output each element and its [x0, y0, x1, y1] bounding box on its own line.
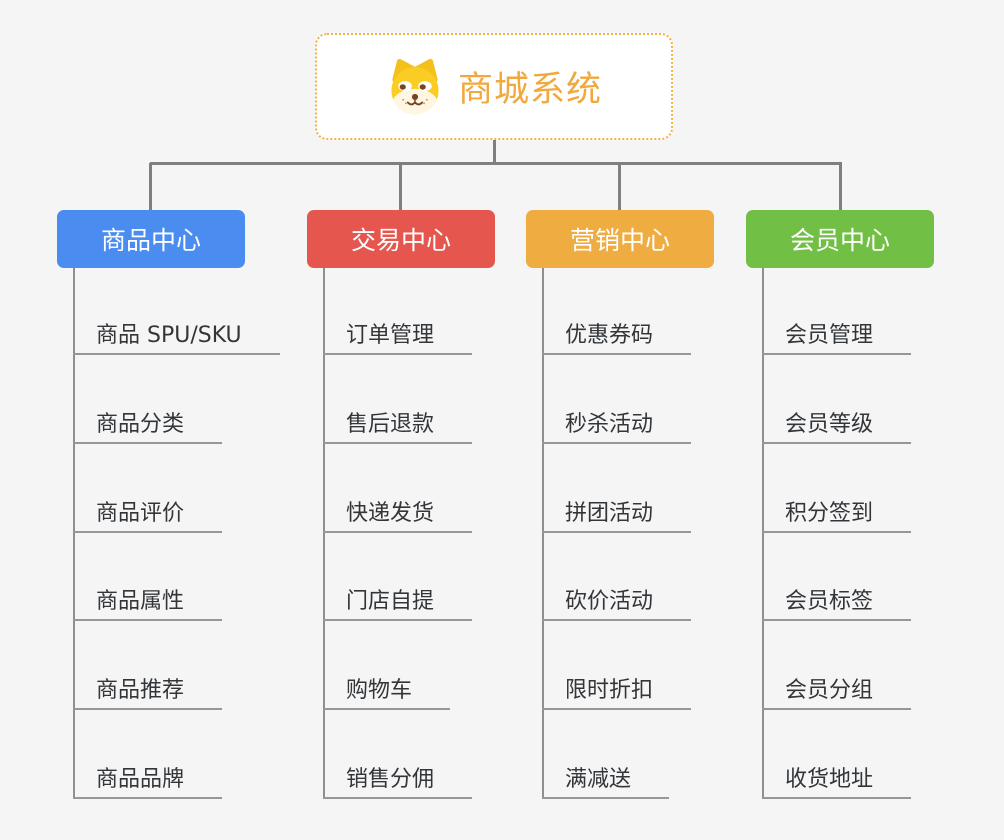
connector-stub-branch-2	[399, 163, 402, 210]
branch-label: 会员中心	[789, 226, 890, 255]
leaf-node[interactable]: 砍价活动	[542, 585, 692, 621]
leaf-node[interactable]: 限时折扣	[542, 674, 692, 710]
connector-stub-branch-4	[839, 163, 842, 210]
leaf-node[interactable]: 销售分佣	[323, 763, 473, 799]
leaf-node[interactable]: 收货地址	[762, 763, 912, 799]
root-title: 商城系统	[457, 70, 602, 110]
leaf-node[interactable]: 秒杀活动	[542, 408, 692, 444]
leaf-node[interactable]: 会员标签	[762, 585, 912, 621]
dog-mascot-icon	[391, 58, 439, 114]
branch-children-member-center: 会员管理 会员等级 积分签到 会员标签 会员分组 收货地址	[746, 268, 996, 808]
leaf-node[interactable]: 积分签到	[762, 497, 912, 533]
leaf-node[interactable]: 订单管理	[323, 319, 473, 355]
leaf-node[interactable]: 会员分组	[762, 674, 912, 710]
connector-horizontal-bus	[150, 162, 842, 165]
connector-stub-branch-1	[149, 163, 152, 210]
branch-label: 营销中心	[569, 226, 670, 255]
leaf-node[interactable]: 会员管理	[762, 319, 912, 355]
leaf-node[interactable]: 会员等级	[762, 408, 912, 444]
root-node-mall-system[interactable]: 商城系统	[315, 33, 673, 140]
branch-children-marketing-center: 优惠券码 秒杀活动 拼团活动 砍价活动 限时折扣 满减送	[526, 268, 776, 808]
leaf-node[interactable]: 优惠券码	[542, 319, 692, 355]
leaf-node[interactable]: 满减送	[542, 763, 670, 799]
leaf-node[interactable]: 商品 SPU/SKU	[73, 319, 280, 355]
branch-node-member-center[interactable]: 会员中心	[746, 210, 934, 268]
branch-node-trade-center[interactable]: 交易中心	[307, 210, 495, 268]
branch-label: 交易中心	[350, 226, 451, 255]
leaf-node[interactable]: 商品属性	[73, 585, 223, 621]
connector-column-line	[542, 268, 544, 799]
leaf-node[interactable]: 快递发货	[323, 497, 473, 533]
leaf-node[interactable]: 购物车	[323, 674, 451, 710]
leaf-node[interactable]: 商品品牌	[73, 763, 223, 799]
branch-node-marketing-center[interactable]: 营销中心	[526, 210, 714, 268]
connector-root-vertical	[493, 140, 496, 164]
connector-column-line	[762, 268, 764, 799]
leaf-node[interactable]: 拼团活动	[542, 497, 692, 533]
connector-stub-branch-3	[618, 163, 621, 210]
leaf-node[interactable]: 售后退款	[323, 408, 473, 444]
leaf-node[interactable]: 门店自提	[323, 585, 473, 621]
branch-label: 商品中心	[100, 226, 201, 255]
branch-children-trade-center: 订单管理 售后退款 快递发货 门店自提 购物车 销售分佣	[307, 268, 557, 808]
connector-column-line	[73, 268, 75, 799]
branch-children-product-center: 商品 SPU/SKU 商品分类 商品评价 商品属性 商品推荐 商品品牌	[57, 268, 307, 808]
connector-column-line	[323, 268, 325, 799]
leaf-node[interactable]: 商品推荐	[73, 674, 223, 710]
leaf-node[interactable]: 商品评价	[73, 497, 223, 533]
branch-node-product-center[interactable]: 商品中心	[57, 210, 245, 268]
leaf-node[interactable]: 商品分类	[73, 408, 223, 444]
